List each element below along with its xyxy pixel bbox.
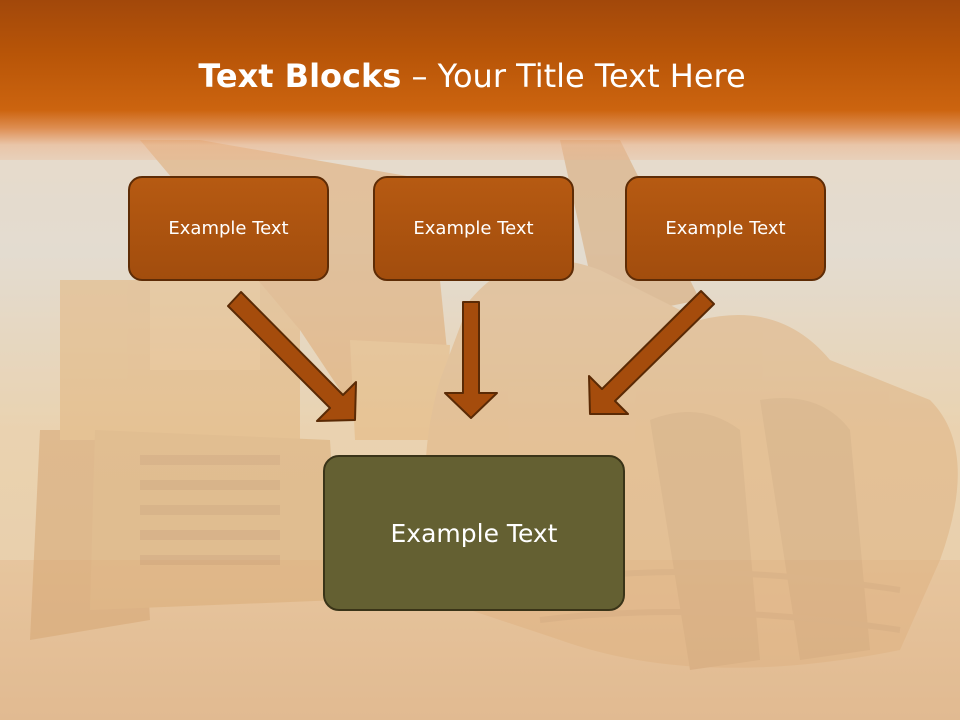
- text-block-top-right: Example Text: [625, 176, 826, 281]
- text-block-top-center: Example Text: [373, 176, 574, 281]
- title-bar: [0, 0, 960, 160]
- title-rest-text: – Your Title Text Here: [401, 57, 746, 95]
- text-block-top-left: Example Text: [128, 176, 329, 281]
- text-block-top-right-label: Example Text: [665, 218, 786, 239]
- text-block-main: Example Text: [323, 455, 625, 611]
- slide-title: Text Blocks – Your Title Text Here: [0, 52, 944, 100]
- text-block-main-label: Example Text: [390, 518, 558, 548]
- title-bold-text: Text Blocks: [198, 57, 402, 95]
- text-block-top-center-label: Example Text: [413, 218, 534, 239]
- text-block-top-left-label: Example Text: [168, 218, 289, 239]
